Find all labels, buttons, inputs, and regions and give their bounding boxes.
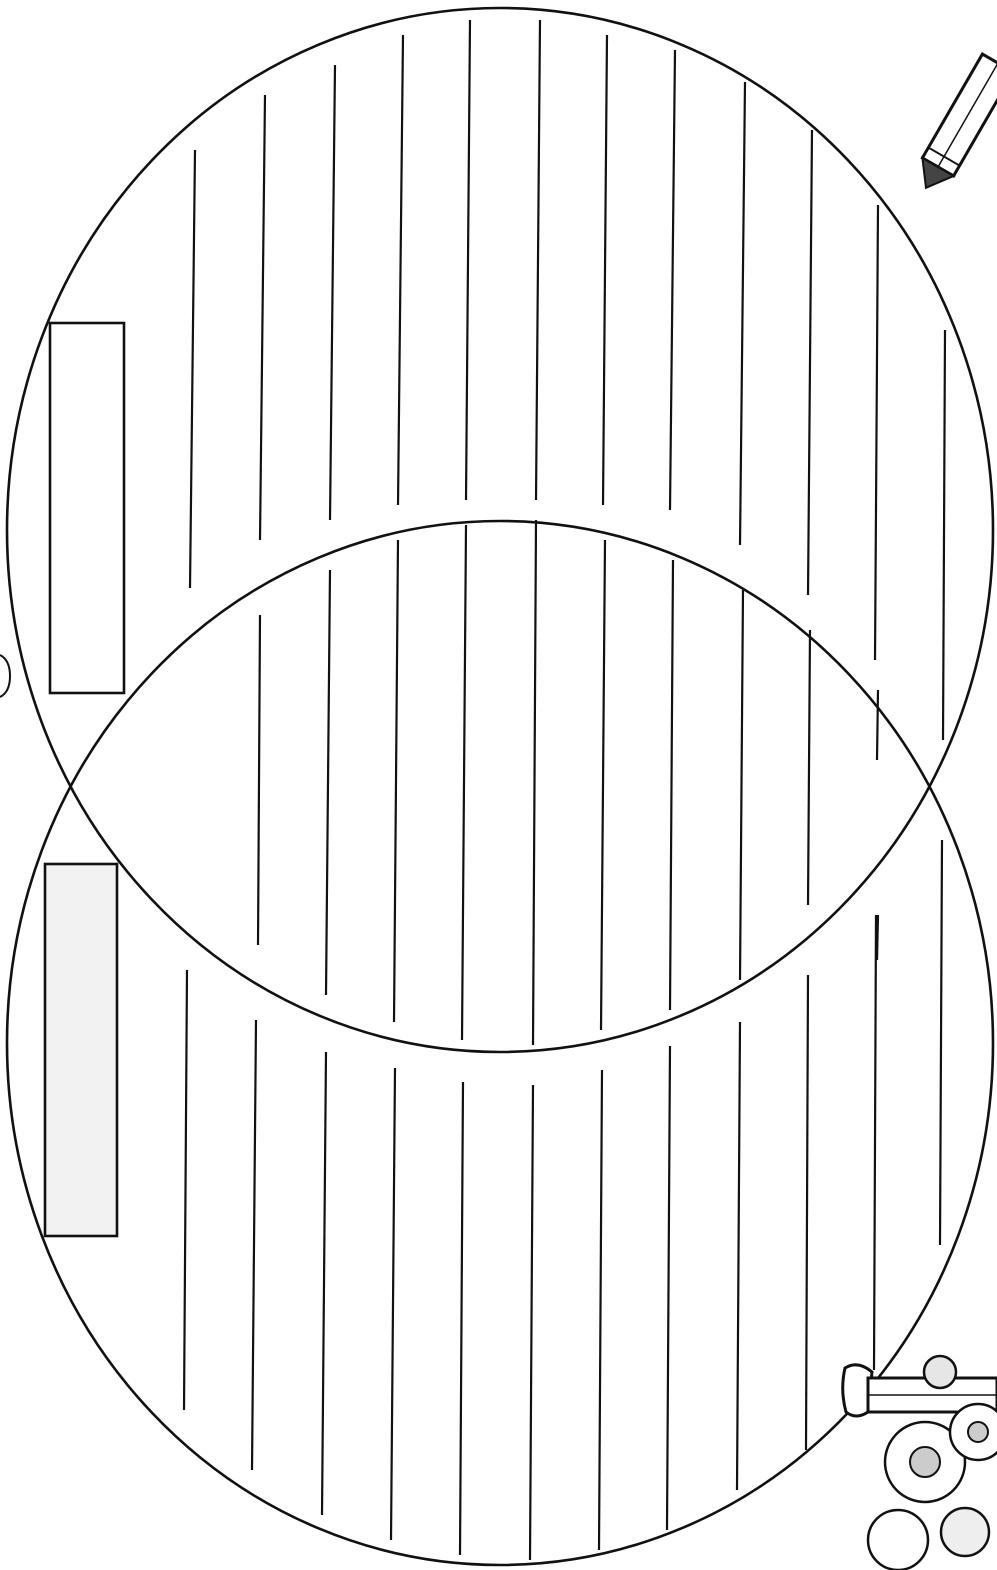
top-writing-line: [943, 330, 945, 740]
pencil-and-flowers-icon: [843, 1356, 997, 1570]
overlap-writing-line: [258, 615, 260, 945]
top-writing-line: [190, 150, 195, 588]
bottom-writing-line: [322, 1052, 326, 1515]
top-writing-line: [875, 205, 878, 660]
top-writing-line: [260, 95, 265, 540]
overlap-writing-line: [808, 630, 810, 905]
bottom-writing-line: [737, 1022, 740, 1490]
overlap-writing-line: [670, 560, 673, 1010]
overlap-writing-line: [740, 590, 743, 980]
top-writing-line: [398, 35, 403, 505]
bottom-circle-label-box[interactable]: [45, 864, 117, 1236]
bottom-writing-line: [460, 1082, 463, 1555]
overlap-writing-line: [462, 525, 466, 1040]
overlap-writing-line: [533, 520, 536, 1045]
overlap-writing-line: [394, 540, 398, 1022]
pencil-icon: [910, 54, 997, 197]
top-circle: [7, 8, 993, 1052]
bottom-writing-line: [599, 1070, 602, 1550]
top-writing-line: [536, 20, 540, 500]
overlap-writing-line: [326, 570, 330, 995]
top-writing-line: [670, 50, 675, 510]
bottom-writing-line: [530, 1085, 533, 1560]
bottom-writing-line: [391, 1068, 395, 1540]
top-circle-label-box[interactable]: [50, 323, 124, 693]
left-edge-mark: [0, 655, 10, 697]
bottom-writing-line: [252, 1020, 256, 1470]
bottom-writing-line: [667, 1046, 670, 1530]
top-writing-line: [330, 65, 335, 520]
bottom-writing-line: [874, 915, 876, 1370]
top-writing-line: [808, 130, 812, 595]
top-writing-line: [603, 35, 607, 505]
top-writing-line: [740, 82, 745, 545]
overlap-writing-line: [877, 690, 878, 760]
bottom-writing-line: [806, 975, 808, 1450]
bottom-writing-line: [184, 970, 187, 1410]
bottom-writing-line: [940, 840, 942, 1245]
top-writing-line: [466, 20, 470, 500]
overlap-writing-line: [601, 540, 605, 1030]
writing-lines: [184, 20, 945, 1560]
overlap-writing-line: [877, 915, 878, 960]
